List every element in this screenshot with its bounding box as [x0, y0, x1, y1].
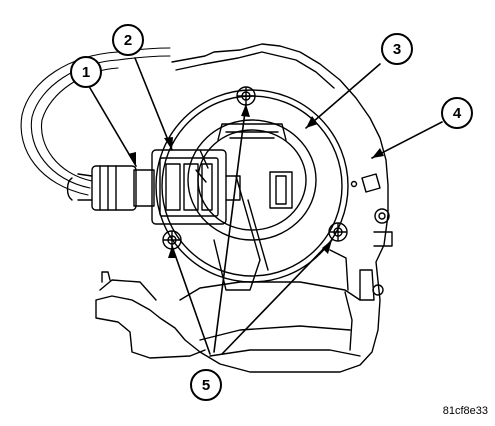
callout-2: 2 — [124, 32, 132, 49]
callout-1: 1 — [82, 64, 90, 81]
callout-5: 5 — [202, 377, 210, 394]
connector — [66, 149, 241, 225]
callout-circle-4 — [441, 97, 473, 129]
figure-code: 81cf8e33 — [443, 405, 488, 417]
clockspring-housing — [95, 43, 389, 373]
screw-right — [328, 222, 348, 242]
arrowheads — [128, 104, 384, 258]
callout-3: 3 — [393, 41, 401, 58]
callout-circle-5 — [190, 369, 222, 401]
callout-circle-2 — [112, 24, 144, 56]
leader-lines — [89, 57, 443, 355]
callout-circles — [70, 24, 473, 401]
callout-circle-1 — [70, 56, 102, 88]
callout-4: 4 — [453, 105, 462, 122]
clockspring-rotor — [155, 89, 349, 291]
callout-circle-3 — [381, 33, 413, 65]
screw-top — [236, 86, 256, 106]
